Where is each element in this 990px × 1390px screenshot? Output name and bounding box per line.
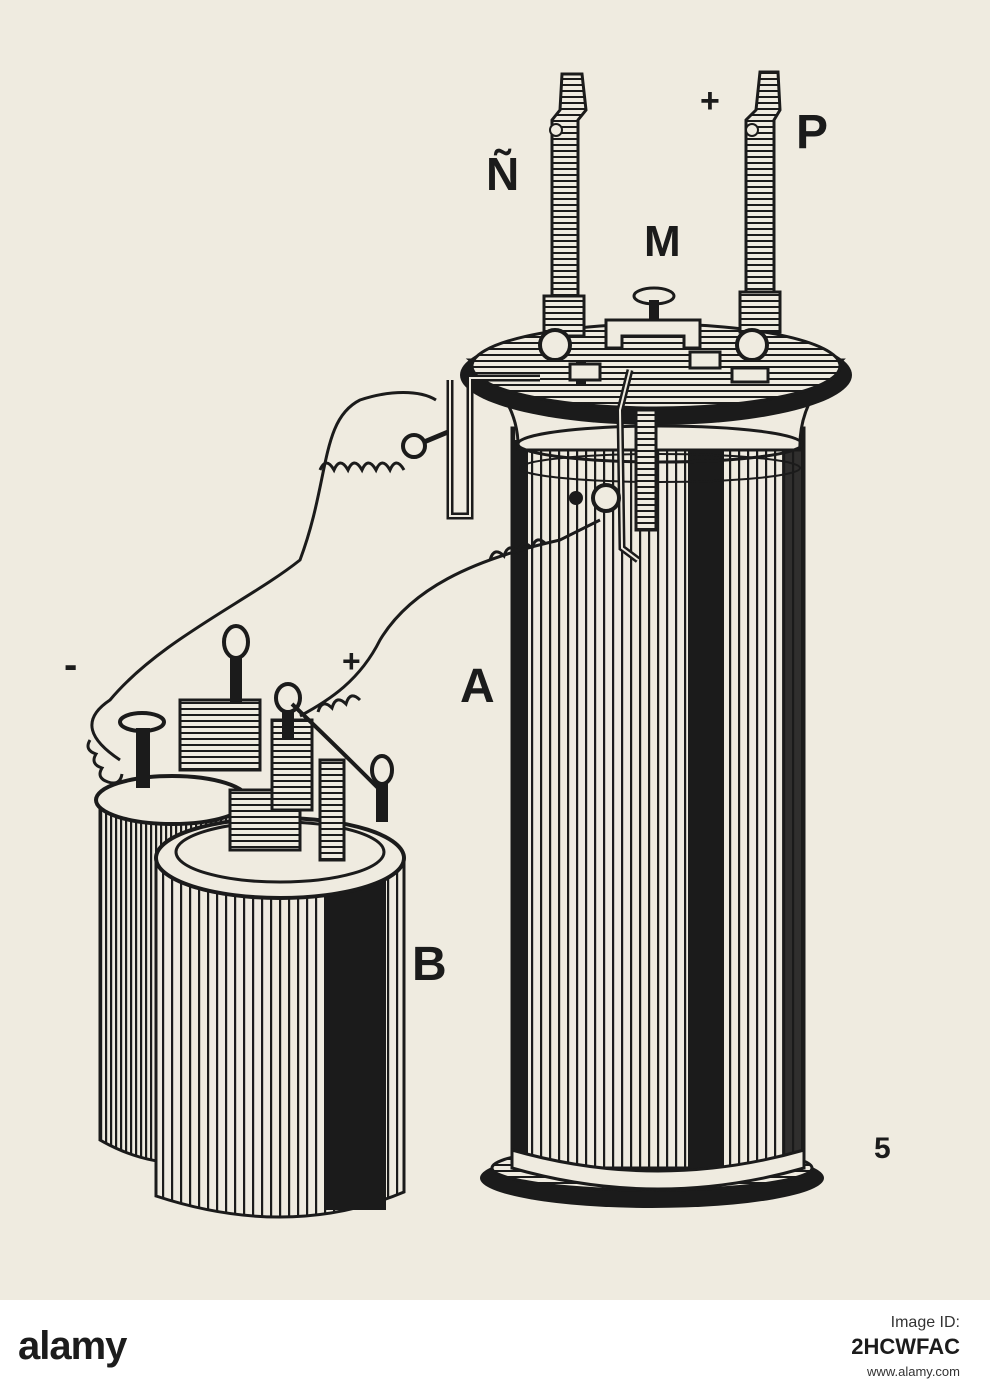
sign-plus-top: + [700, 82, 720, 120]
label-b: B [412, 938, 447, 991]
label-p: P [796, 106, 828, 159]
connecting-wires [86, 391, 601, 785]
label-n: Ñ [486, 148, 519, 200]
corner-mark: 5 [874, 1132, 891, 1165]
terminal-post-p [730, 70, 782, 384]
terminal-post-n [538, 72, 588, 386]
image-id-label: Image ID: [890, 1314, 960, 1331]
battery-b [94, 624, 406, 1219]
clamp-screw-m [568, 286, 722, 382]
glass-jar [510, 426, 806, 1170]
sign-minus-battery: - [64, 643, 77, 687]
image-id-value: 2HCWFAC [851, 1334, 960, 1359]
label-m: M [644, 217, 681, 266]
image-id-block: Image ID: 2HCWFAC [851, 1314, 960, 1360]
engraving-plate: Ñ P M A B + - + 5 [0, 0, 990, 1300]
label-a: A [460, 660, 495, 713]
main-cell-a [446, 70, 852, 1208]
bichromate-battery-engraving: Ñ P M A B + - + 5 [64, 70, 891, 1219]
sign-plus-battery: + [342, 643, 361, 679]
brand-logo: alamy [18, 1324, 127, 1368]
site-url: www.alamy.com [867, 1364, 960, 1379]
stock-footer: alamy Image ID: 2HCWFAC www.alamy.com [0, 1300, 990, 1390]
